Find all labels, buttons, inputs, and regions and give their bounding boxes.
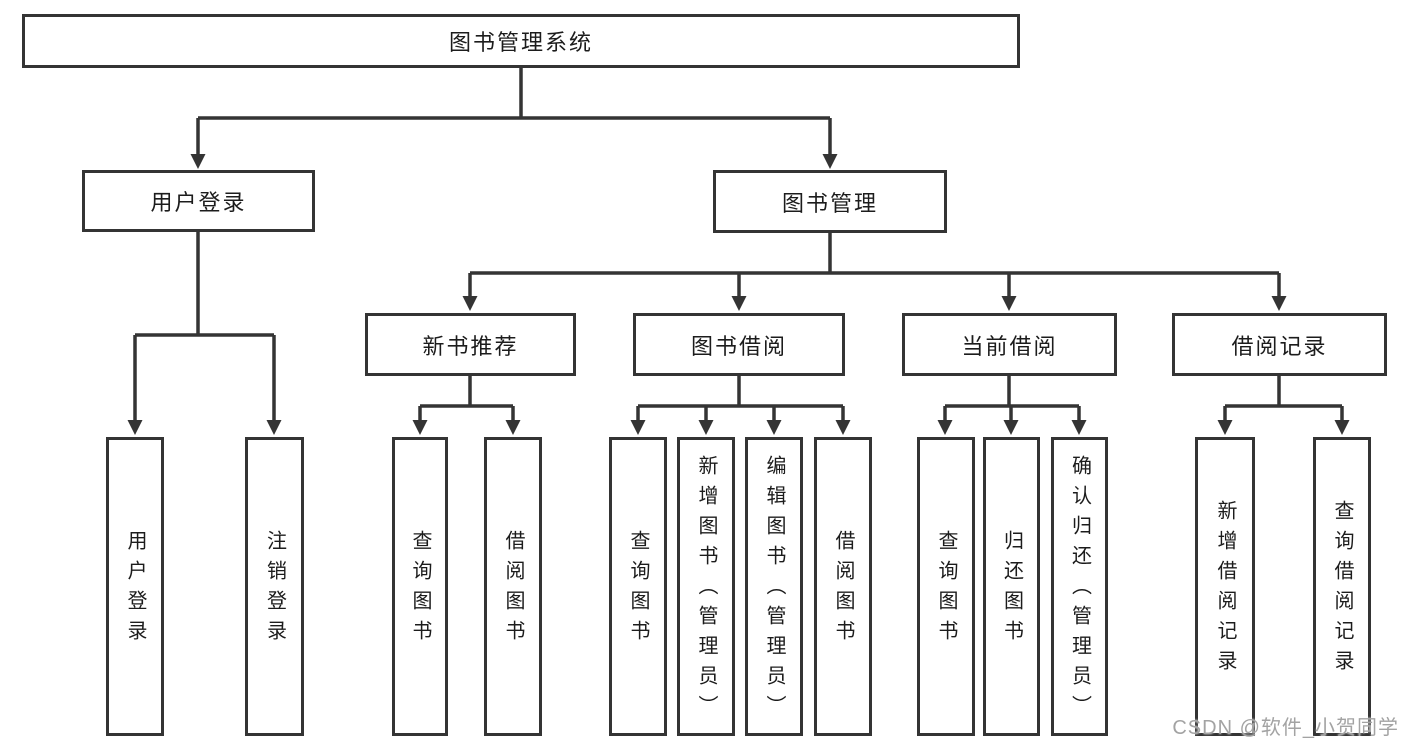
- leaf-query-books-recommend: 查询图书: [392, 437, 448, 736]
- connector-book-borrow-trunk: [638, 376, 843, 408]
- node-new-book-recommend: 新书推荐: [365, 313, 576, 376]
- connector-root-trunk: [198, 68, 830, 120]
- node-book-borrowing: 图书借阅: [633, 313, 845, 376]
- leaf-query-books-borrowing: 查询图书: [609, 437, 667, 736]
- connector-new-rec-trunk: [420, 376, 513, 408]
- connector-borrow-records-trunk: [1225, 376, 1342, 408]
- leaf-query-borrow-record: 查询借阅记录: [1313, 437, 1371, 736]
- node-borrowing-records: 借阅记录: [1172, 313, 1387, 376]
- leaf-confirm-return-admin: 确认归还（管理员）: [1051, 437, 1108, 736]
- leaf-add-borrow-record: 新增借阅记录: [1195, 437, 1255, 736]
- leaf-logout: 注销登录: [245, 437, 304, 736]
- connector-current-borrow-trunk: [945, 376, 1079, 408]
- leaf-return-books: 归还图书: [983, 437, 1040, 736]
- node-current-borrowing: 当前借阅: [902, 313, 1117, 376]
- leaf-borrow-books-recommend: 借阅图书: [484, 437, 542, 736]
- connector-book-mgmt-trunk: [470, 233, 1279, 275]
- leaf-borrow-books: 借阅图书: [814, 437, 872, 736]
- node-user-login: 用户登录: [82, 170, 315, 232]
- leaf-edit-books-admin: 编辑图书（管理员）: [745, 437, 803, 736]
- node-book-management: 图书管理: [713, 170, 947, 233]
- connector-user-login-trunk: [135, 232, 274, 337]
- node-library-system: 图书管理系统: [22, 14, 1020, 68]
- csdn-watermark: CSDN @软件_小贺同学: [1172, 717, 1399, 739]
- leaf-user-login: 用户登录: [106, 437, 164, 736]
- leaf-query-books-current: 查询图书: [917, 437, 975, 736]
- leaf-add-books-admin: 新增图书（管理员）: [677, 437, 735, 736]
